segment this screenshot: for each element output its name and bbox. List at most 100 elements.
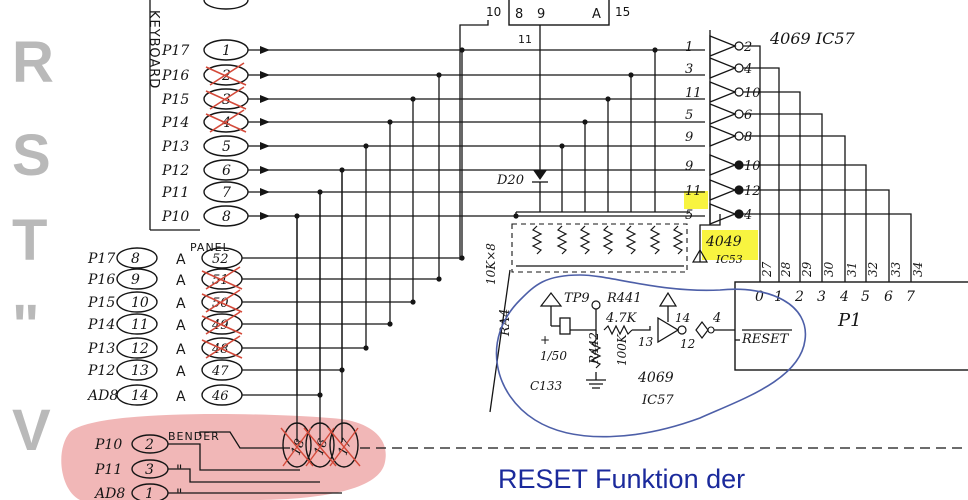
p1-pin-number: 30 <box>822 261 836 277</box>
bender-connector-oval <box>329 422 359 468</box>
inverter-output-wire <box>743 91 801 282</box>
panel-left-oval <box>116 337 158 359</box>
panel-a-label: A <box>176 273 186 289</box>
panel-left-oval <box>116 384 158 406</box>
junction-dot <box>339 367 345 373</box>
keyboard-arrow <box>260 212 270 220</box>
panel-left-number: 11 <box>131 317 149 333</box>
panel-right-number: 52 <box>212 252 229 267</box>
reset-wire <box>570 309 597 331</box>
panel-left-number: 8 <box>131 251 140 267</box>
panel-left-number: 9 <box>131 272 140 288</box>
reset-ic-part: 4069 <box>637 370 674 386</box>
inverter-in-pin: 13 <box>638 335 654 349</box>
junction-dot <box>459 255 465 261</box>
bender-port-label: P10 <box>94 437 122 453</box>
panel-a-label: A <box>176 296 186 312</box>
junction-dot <box>436 72 442 78</box>
capacitor-plus: + <box>540 333 550 347</box>
inverter-bubble <box>734 160 744 170</box>
p1-label: P1 <box>837 310 862 331</box>
panel-port-label: P15 <box>87 295 115 311</box>
keyboard-port-label: P17 <box>161 43 189 59</box>
junction-dot <box>410 299 416 305</box>
watermark-letter: T <box>12 208 47 273</box>
ra-wire <box>489 269 511 413</box>
keyboard-label: KEYBOARD <box>146 10 161 89</box>
keyboard-connector-oval <box>203 135 249 157</box>
resistor-zigzag <box>602 225 614 255</box>
keyboard-port-label: P12 <box>161 163 189 179</box>
panel-right-oval <box>201 268 243 290</box>
keyboard-port-label: P16 <box>161 68 189 84</box>
panel-right-number: 46 <box>211 389 229 404</box>
panel-left-oval <box>116 268 158 290</box>
keyboard-arrow <box>260 166 270 174</box>
ic53-part-label: 4049 <box>705 234 742 250</box>
inverter-gate <box>709 81 737 103</box>
inverter-in-pin: 11 <box>685 184 702 199</box>
watermark-letter: R <box>12 30 54 95</box>
panel-port-label: P13 <box>87 341 115 357</box>
panel-right-number: 47 <box>211 364 229 379</box>
inverter-output-wire <box>743 164 867 282</box>
resistor-zigzag <box>649 225 661 255</box>
top-ic-wire-left <box>459 20 489 260</box>
panel-pin-strike <box>201 335 243 359</box>
keyboard-pin-strike <box>205 109 247 133</box>
junction-dot <box>459 47 465 53</box>
p1-bit-number: 4 <box>839 289 849 305</box>
inverter-gate <box>709 35 737 57</box>
keyboard-port-label: P11 <box>161 185 189 201</box>
panel-a-label: A <box>176 342 186 358</box>
inverter-out-pin: 2 <box>743 40 752 55</box>
keyboard-port-label: P10 <box>161 209 189 225</box>
inverter-output-wire <box>743 113 823 282</box>
inverter-output-wire <box>743 67 780 282</box>
junction-dot <box>363 345 369 351</box>
reset-ic-number: IC57 <box>641 393 674 408</box>
junction-dot <box>513 213 519 219</box>
junction-dot <box>294 213 300 219</box>
red-strike <box>280 427 314 467</box>
inverter-out-pin: 10 <box>744 159 761 174</box>
panel-port-label: P17 <box>87 251 115 267</box>
diode-label: D20 <box>496 173 524 188</box>
panel-left-number: 13 <box>131 363 149 379</box>
blue-highlight-loop <box>495 274 807 438</box>
panel-left-oval <box>116 247 158 269</box>
bender-port-label: P11 <box>94 462 122 478</box>
p1-bit-number: 0 <box>755 289 764 305</box>
inverter-in-pin: 9 <box>685 159 693 174</box>
junction-dot <box>652 47 658 53</box>
panel-a-label: A <box>176 389 186 405</box>
keyboard-connector-oval <box>203 159 249 181</box>
panel-right-oval <box>201 247 243 269</box>
watermark-letter: V <box>12 398 51 463</box>
reset-inverter2-bubble <box>707 326 715 334</box>
panel-right-oval <box>201 359 243 381</box>
keyboard-connector-oval <box>203 111 249 133</box>
bender-connector-oval <box>305 422 335 468</box>
panel-left-number: 14 <box>131 388 149 404</box>
panel-right-oval <box>201 337 243 359</box>
panel-left-number: 10 <box>131 295 149 311</box>
inverter-gate <box>709 179 737 201</box>
p1-pin-number: 34 <box>911 262 925 277</box>
junction-dot <box>317 189 323 195</box>
junction-dot <box>559 143 565 149</box>
junction-dot <box>436 276 442 282</box>
panel-a-label: A <box>176 364 186 380</box>
inverter-output-wire <box>743 213 912 282</box>
inverter-out-pin: 12 <box>744 184 761 199</box>
bender-ditto: " <box>176 463 182 479</box>
inverter-output-wire <box>743 45 761 282</box>
p1-connector-box <box>734 281 968 371</box>
capacitor-value: 1/50 <box>540 349 567 363</box>
junction-dot <box>339 167 345 173</box>
bender-connector-oval <box>131 434 169 454</box>
inverter-gate <box>709 57 737 79</box>
inverter-in-pin: 3 <box>685 62 693 77</box>
panel-left-oval <box>116 291 158 313</box>
